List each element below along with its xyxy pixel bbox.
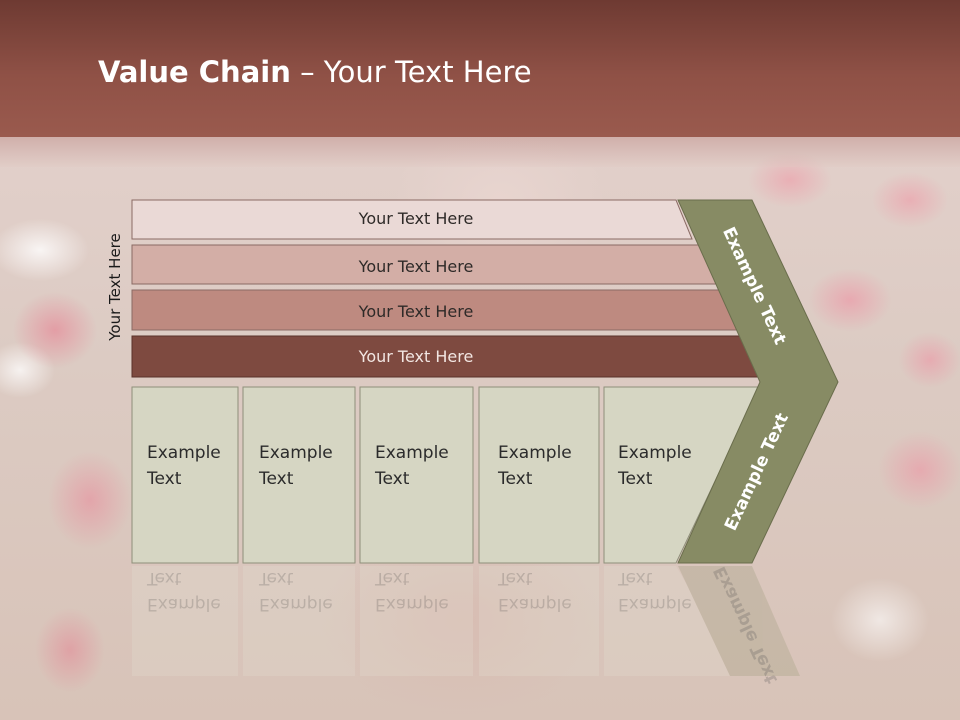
header-bar bbox=[0, 0, 960, 137]
column-3-line2: Text bbox=[375, 469, 410, 489]
column-4-line2: Text bbox=[498, 469, 533, 489]
column-1-line1: Example bbox=[147, 443, 221, 463]
chevron-arrow[interactable] bbox=[677, 199, 839, 564]
bar-1-label: Your Text Here bbox=[358, 209, 474, 228]
reflection-group bbox=[132, 566, 800, 676]
column-1[interactable] bbox=[131, 386, 239, 564]
title-bold: Value Chain bbox=[98, 55, 291, 89]
title-rest: – Your Text Here bbox=[290, 55, 532, 89]
bar-4-label: Your Text Here bbox=[358, 347, 474, 366]
column-1-line2: Text bbox=[147, 469, 182, 489]
column-5-line2: Text bbox=[618, 469, 653, 489]
column-3[interactable] bbox=[359, 386, 474, 564]
column-5[interactable] bbox=[603, 386, 761, 564]
column-5-line1: Example bbox=[618, 443, 692, 463]
column-2-line2: Text bbox=[259, 469, 294, 489]
bar-2-label: Your Text Here bbox=[358, 257, 474, 276]
bar-1[interactable] bbox=[131, 199, 693, 240]
header-band bbox=[0, 137, 960, 167]
slide-title: Value Chain – Your Text Here bbox=[98, 55, 532, 89]
column-4-line1: Example bbox=[498, 443, 572, 463]
bar-3-label: Your Text Here bbox=[358, 302, 474, 321]
column-2-line1: Example bbox=[259, 443, 333, 463]
vertical-label: Your Text Here bbox=[106, 233, 124, 341]
column-4[interactable] bbox=[478, 386, 600, 564]
column-2[interactable] bbox=[242, 386, 356, 564]
column-3-line1: Example bbox=[375, 443, 449, 463]
